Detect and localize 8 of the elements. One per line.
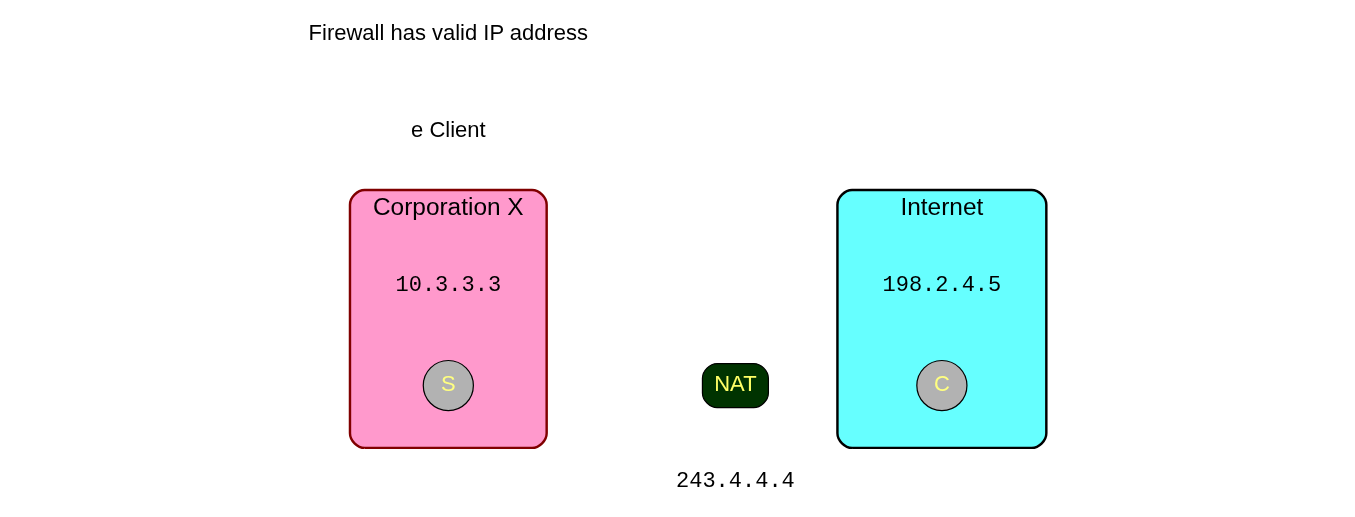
node-label: 198.2.4.5 — [882, 272, 1001, 298]
node-circle: C — [915, 359, 968, 412]
label: Firewall has valid IP address — [308, 20, 588, 46]
node-label: 243.4.4.4 — [675, 469, 795, 495]
node-label: 10.3.3.3 — [395, 272, 501, 298]
node-circle: S — [422, 359, 474, 412]
label: e Client — [410, 116, 486, 142]
node-box: NAT — [701, 362, 769, 409]
